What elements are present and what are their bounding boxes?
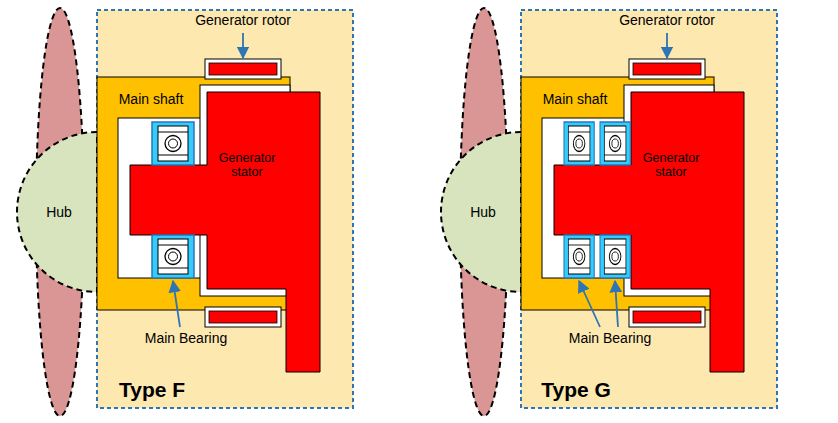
- part-label: Generator rotor: [619, 11, 715, 29]
- type-title: Type F: [119, 378, 185, 402]
- text: Type F: [119, 378, 185, 401]
- text: Generator rotor: [195, 12, 291, 28]
- part-label: Generator rotor: [195, 11, 291, 29]
- type-title: Type G: [541, 378, 611, 402]
- hub: Hub: [24, 192, 94, 232]
- part-label: Main Bearing: [145, 329, 228, 347]
- text: Type G: [541, 378, 611, 401]
- hub: Hub: [448, 192, 518, 232]
- text: Hub: [46, 204, 72, 220]
- text: Generator rotor: [619, 12, 715, 28]
- text: Main shaft: [543, 91, 608, 107]
- part-label: Main Bearing: [569, 329, 652, 347]
- text: Generator stator: [210, 151, 284, 180]
- main-shaft: Main shaft: [102, 86, 200, 112]
- main-shaft: Main shaft: [526, 86, 624, 112]
- text: Main shaft: [119, 91, 184, 107]
- text: Main Bearing: [145, 330, 228, 346]
- generator-stator: Generator stator: [210, 135, 284, 195]
- generator-stator: Generator stator: [634, 135, 708, 195]
- text: Main Bearing: [569, 330, 652, 346]
- text: Generator stator: [634, 151, 708, 180]
- text: Hub: [470, 204, 496, 220]
- leader-lines: [173, 33, 667, 327]
